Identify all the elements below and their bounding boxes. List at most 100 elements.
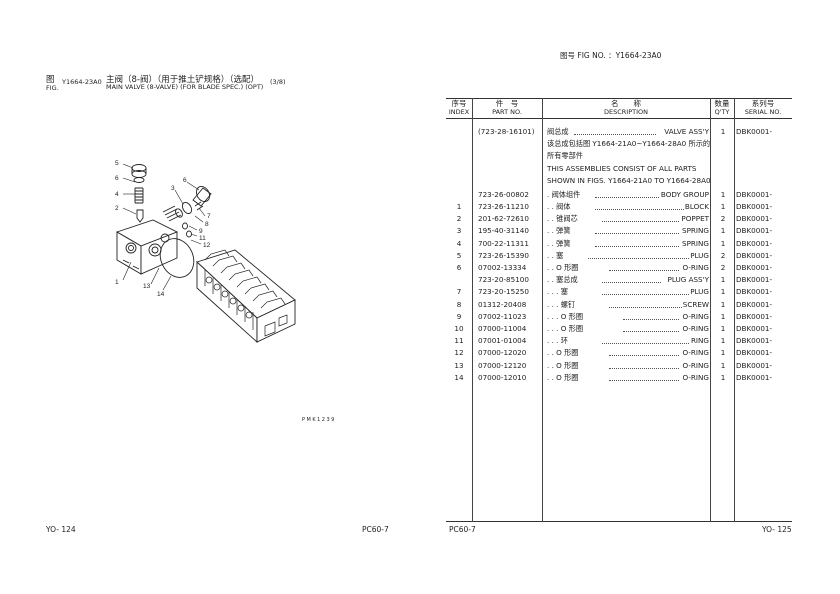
row-qty: 1 bbox=[720, 348, 726, 358]
row-serial: DBK0001- bbox=[736, 299, 773, 309]
row-part-number: 07002-13334 bbox=[478, 263, 527, 272]
exploded-view-drawing: 5 6 4 2 3 6 7 8 9 11 12 1 13 14 bbox=[115, 160, 296, 344]
row-desc-cn: . . . O 形圈 bbox=[547, 324, 584, 333]
row-desc-cn: . . 阀体 bbox=[547, 202, 571, 211]
table-row: SHOWN IN FIGS. Y1664-21A0 TO Y1664-28A0 bbox=[446, 175, 792, 187]
callout: 8 bbox=[205, 221, 209, 228]
row-part-number: 195-40-31140 bbox=[478, 226, 529, 236]
row-part-number: 201-62-72610 bbox=[478, 214, 529, 224]
row-desc-cn: . . . 环 bbox=[547, 336, 568, 346]
row-index: 2 bbox=[456, 214, 462, 224]
row-desc-en: SCREW bbox=[681, 298, 709, 311]
row-desc-en: BLOCK bbox=[683, 201, 709, 213]
table-row: THIS ASSEMBLIES CONSIST OF ALL PARTS bbox=[446, 163, 792, 175]
callout: 5 bbox=[115, 160, 119, 167]
row-index: 11 bbox=[454, 336, 464, 346]
row-part-number: 01312-20408 bbox=[478, 299, 527, 309]
row-serial: DBK0001- bbox=[736, 311, 773, 321]
row-part-number: 700-22-11311 bbox=[478, 238, 529, 248]
dot-leader bbox=[602, 213, 680, 223]
row-desc-cn: . 阀体组件 bbox=[547, 189, 581, 199]
row-desc-en: PLUG ASS'Y bbox=[666, 274, 709, 287]
dot-leader bbox=[588, 250, 689, 259]
row-serial: DBK0001- bbox=[736, 189, 773, 199]
row-desc-cn: 该总成包括图 Y1664-21A0~Y1664-28A0 所示的 bbox=[547, 139, 711, 149]
table-row: 所有零部件 bbox=[446, 150, 792, 162]
row-qty: 1 bbox=[720, 311, 726, 321]
row-qty: 1 bbox=[720, 127, 726, 136]
row-serial: DBK0001- bbox=[736, 275, 773, 285]
sheet-number: (3/8) bbox=[270, 78, 286, 86]
callout: 1 bbox=[115, 279, 119, 286]
dot-leader bbox=[602, 335, 689, 345]
row-part-number: 07002-11023 bbox=[478, 311, 527, 321]
row-part-number: 07000-12020 bbox=[478, 348, 527, 358]
row-serial: DBK0001- bbox=[736, 324, 773, 333]
row-desc-cn: . . 塞 bbox=[547, 250, 564, 260]
row-part-number: 723-26-15390 bbox=[478, 250, 529, 260]
row-desc-cn: 阀总成 bbox=[547, 127, 569, 136]
callout: 13 bbox=[143, 283, 151, 290]
small-ring bbox=[186, 230, 192, 238]
row-desc-cn: . . 弹簧 bbox=[547, 238, 571, 248]
footer-model-left: PC60-7 bbox=[362, 525, 389, 534]
row-index: 10 bbox=[454, 324, 464, 333]
row-part-number: 07000-12010 bbox=[478, 372, 527, 382]
fig-label-en: FIG. bbox=[46, 84, 59, 92]
dot-leader bbox=[623, 311, 680, 320]
callout: 12 bbox=[203, 242, 211, 249]
row-qty: 1 bbox=[720, 189, 726, 199]
row-desc-cn: . . 锥阀芯 bbox=[547, 214, 578, 224]
dot-leader bbox=[595, 201, 684, 210]
row-desc-cn: . . . O 形圈 bbox=[547, 311, 584, 321]
row-serial: DBK0001- bbox=[736, 360, 773, 370]
dot-leader bbox=[609, 299, 684, 308]
row-serial: DBK0001- bbox=[736, 287, 773, 297]
spring-part bbox=[134, 187, 182, 222]
row-qty: 1 bbox=[720, 287, 726, 297]
block-part bbox=[115, 219, 179, 275]
row-serial: DBK0001- bbox=[736, 348, 773, 358]
row-desc-en: O-RING bbox=[681, 262, 709, 274]
row-index: 6 bbox=[456, 263, 462, 272]
title-cn: 主阀（8-阀）（用于推土铲规格）（选配） bbox=[106, 75, 259, 85]
poppet-part bbox=[136, 209, 144, 223]
row-part-number: 07000-12120 bbox=[478, 360, 527, 370]
row-index: 14 bbox=[454, 372, 464, 382]
dot-leader bbox=[609, 372, 680, 381]
row-qty: 1 bbox=[720, 202, 726, 211]
row-qty: 1 bbox=[720, 372, 726, 382]
row-index: 3 bbox=[456, 226, 462, 236]
fig-label-cn: 图 bbox=[46, 75, 55, 85]
table-row: 该总成包括图 Y1664-21A0~Y1664-28A0 所示的 bbox=[446, 138, 792, 150]
row-qty: 1 bbox=[720, 336, 726, 346]
title-en: MAIN VALVE (8-VALVE) (FOR BLADE SPEC.) (… bbox=[106, 83, 264, 91]
callout: 4 bbox=[115, 191, 119, 198]
row-qty: 2 bbox=[720, 250, 726, 260]
row-desc-en: VALVE ASS'Y bbox=[663, 126, 709, 138]
row-desc-cn: . . 弹簧 bbox=[547, 226, 571, 236]
row-index: 7 bbox=[456, 287, 462, 297]
row-desc-cn: . . O 形圈 bbox=[547, 360, 579, 370]
callout: 11 bbox=[199, 235, 206, 242]
row-desc-en: PLUG bbox=[689, 249, 709, 262]
small-ring bbox=[182, 222, 188, 230]
dot-leader bbox=[602, 274, 661, 284]
row-qty: 2 bbox=[720, 263, 726, 272]
row-qty: 2 bbox=[720, 214, 726, 224]
